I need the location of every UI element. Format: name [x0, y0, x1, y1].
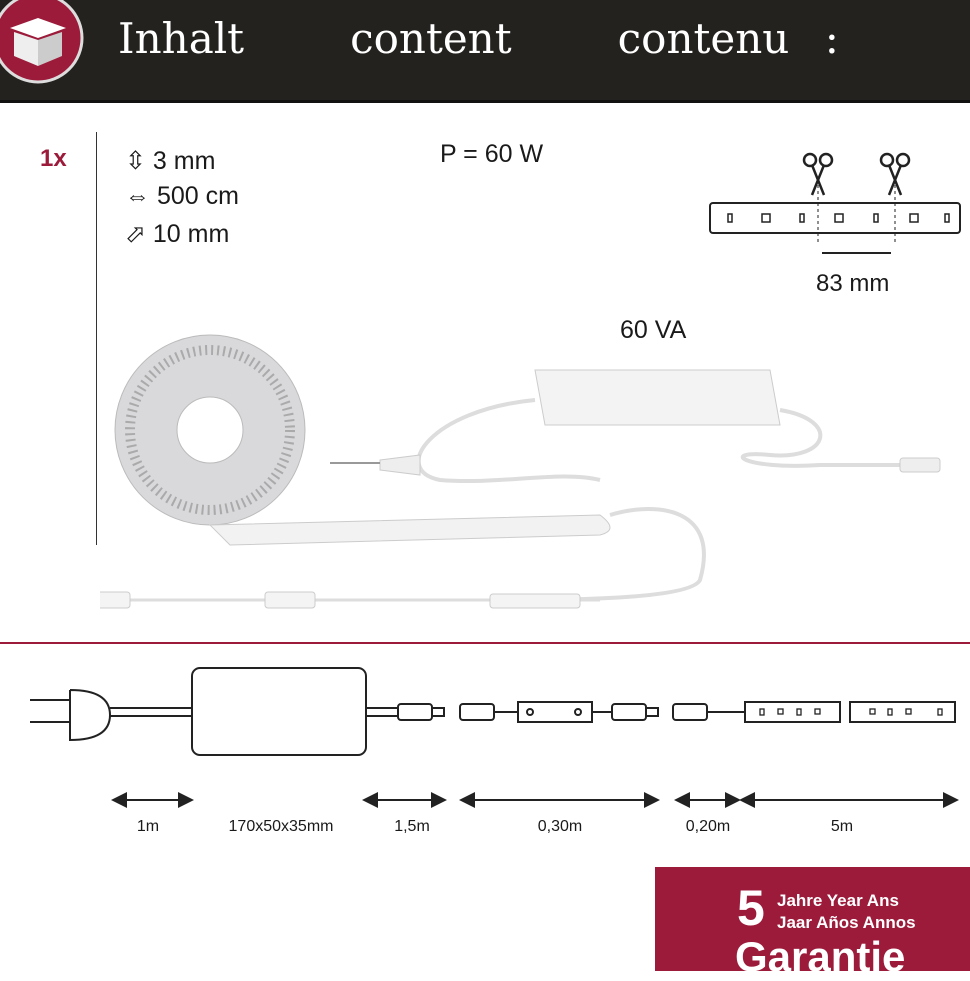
dim-plug-cable: 1m: [136, 818, 160, 835]
dim-output-cable: 1,5m: [394, 818, 430, 835]
box-icon: [0, 0, 84, 84]
product-photo: [100, 334, 941, 609]
section-divider: [0, 642, 970, 644]
page-title: Inhalt content contenu :: [118, 14, 839, 63]
length-arrow-icon: ⇔: [125, 182, 150, 210]
driver-rating-label: 60 VA: [620, 316, 687, 344]
spec-bend: ⬀ 10 mm: [125, 219, 229, 249]
spec-bend-value: 10 mm: [152, 220, 230, 248]
guarantee-badge: 5 Jahre Year Ans Jaar Años Annos Garanti…: [655, 867, 970, 980]
divider: [96, 132, 97, 545]
height-arrow-icon: ⇳: [125, 147, 146, 175]
quantity-label: 1x: [40, 145, 67, 172]
spec-length-value: 500 cm: [156, 182, 239, 210]
cut-diagram: [709, 152, 961, 254]
spec-height-value: 3 mm: [152, 147, 216, 175]
dim-strip: 5m: [830, 818, 854, 835]
spec-height: ⇳ 3 mm: [125, 146, 215, 176]
dim-strip-cable: 0,20m: [685, 818, 731, 835]
guarantee-line1: Jahre Year Ans: [777, 891, 899, 910]
scissors-icon: [802, 152, 911, 196]
power-label: P = 60 W: [440, 140, 544, 168]
dim-switch-cable: 0,30m: [537, 818, 583, 835]
header-bar: [0, 0, 970, 103]
bend-arrow-icon: ⬀: [125, 220, 146, 248]
guarantee-number: 5: [737, 880, 765, 936]
spec-length: ⇔ 500 cm: [125, 182, 239, 211]
cut-spacing-label: 83 mm: [816, 270, 890, 297]
guarantee-word: Garantie: [735, 933, 906, 980]
schematic-diagram: [30, 667, 959, 808]
guarantee-line2: Jaar Años Annos: [777, 913, 916, 932]
dim-driver: 170x50x35mm: [228, 818, 334, 835]
